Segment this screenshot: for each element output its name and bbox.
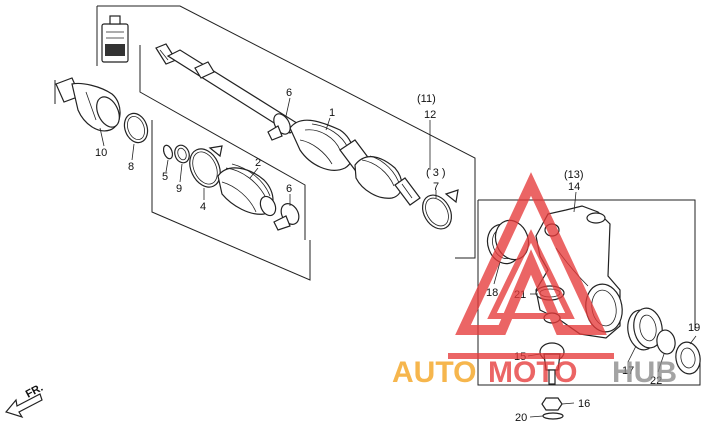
watermark: AUTO MOTO HUB xyxy=(392,172,677,389)
front-arrow-icon xyxy=(4,393,43,419)
snap-ring-22 xyxy=(656,329,676,355)
label-18: 18 xyxy=(486,287,498,299)
outer-joint xyxy=(55,77,121,132)
clip-ring-upper xyxy=(267,113,291,141)
ring-9 xyxy=(174,144,190,164)
label-6-upper: 6 xyxy=(286,87,292,99)
label-20: 20 xyxy=(515,412,527,424)
label-8: 8 xyxy=(128,161,134,173)
label-10: 10 xyxy=(95,147,107,159)
label-13: (13) xyxy=(564,169,584,181)
clip-ring-lower xyxy=(273,203,300,231)
castle-nut-16 xyxy=(541,397,563,411)
snap-ring-8 xyxy=(123,112,149,144)
front-direction-marker: FR. xyxy=(4,382,45,419)
label-3: ( 3 ) xyxy=(426,167,446,179)
boot-group-outline xyxy=(54,80,311,281)
watermark-word-moto: MOTO xyxy=(488,356,577,389)
driveshaft-assembly xyxy=(155,43,421,206)
grease-tube-icon xyxy=(101,15,129,63)
label-17: 17 xyxy=(622,365,634,377)
label-16: 16 xyxy=(578,398,590,410)
label-9: 9 xyxy=(176,183,182,195)
watermark-triangle-logo xyxy=(448,172,614,359)
seal-19 xyxy=(675,341,701,375)
shaft-group-outline xyxy=(96,5,476,259)
label-14: 14 xyxy=(568,181,580,193)
clip-20 xyxy=(542,412,564,420)
boot-band-7 xyxy=(421,189,459,230)
label-1: 1 xyxy=(329,107,335,119)
boot-2 xyxy=(217,163,277,217)
label-19: 19 xyxy=(688,322,700,334)
label-2: 2 xyxy=(255,157,261,169)
watermark-word-hub: HUB xyxy=(612,356,677,389)
watermark-word-auto: AUTO xyxy=(392,356,476,389)
label-12: 12 xyxy=(424,109,436,121)
label-11: (11) xyxy=(417,93,436,105)
label-6-lower: 6 xyxy=(286,183,292,195)
label-5: 5 xyxy=(162,171,168,183)
label-22: 22 xyxy=(650,375,662,387)
hub-bearing-17 xyxy=(627,307,663,351)
boot-band-4 xyxy=(189,145,223,188)
small-ring-5 xyxy=(162,144,174,160)
label-7: 7 xyxy=(433,181,439,193)
label-4: 4 xyxy=(200,201,206,213)
